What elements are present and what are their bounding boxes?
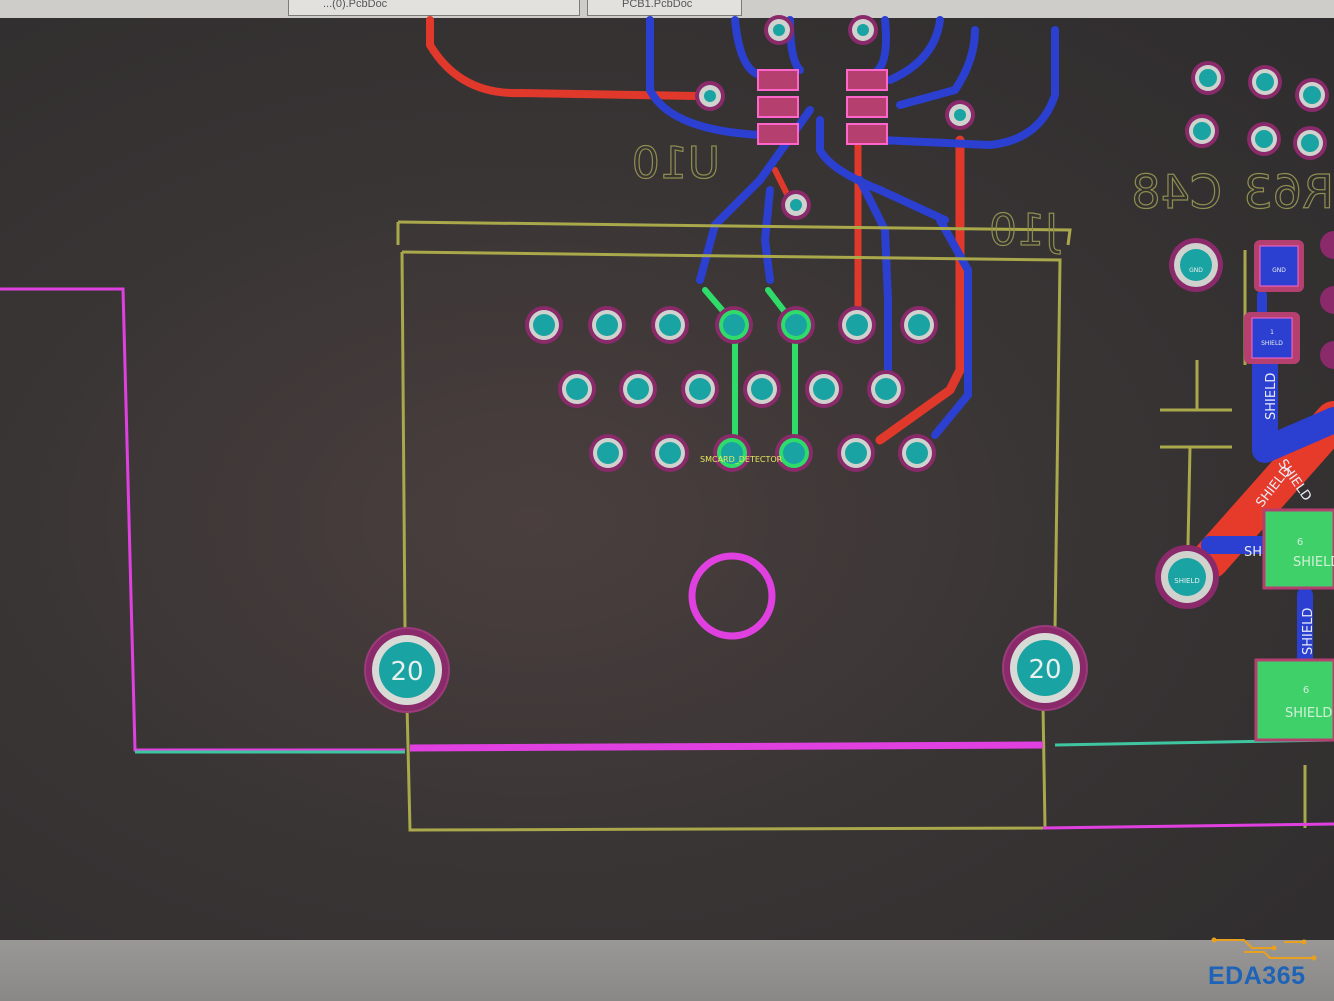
pad-number: 1	[1270, 329, 1274, 336]
pad-number: 6	[1297, 537, 1303, 548]
mount-hole-label: 20	[1028, 655, 1061, 685]
mount-hole-left[interactable]: 20	[364, 627, 450, 713]
pad-label-gnd: GND	[1189, 267, 1203, 274]
pcb-canvas[interactable]: U10 J10 C48 R63 SMCARD_DETECTOR 20 20	[0, 0, 1334, 945]
tab-pcbdoc-2[interactable]: PCB1.PcbDoc	[587, 0, 742, 16]
tab-label: PCB1.PcbDoc	[622, 0, 693, 10]
connector-pad	[558, 370, 596, 408]
connector-pad	[589, 434, 627, 472]
monitor-bezel	[0, 940, 1334, 1001]
document-tab-bar: ...(0).PcbDoc PCB1.PcbDoc	[0, 0, 1334, 18]
net-label-shield: SHIELD	[1301, 608, 1316, 655]
connector-pad	[900, 306, 938, 344]
connector-pad	[838, 306, 876, 344]
keepout-outlines	[0, 287, 1334, 830]
connector-pad	[715, 306, 753, 344]
pad-label-shield: SHIELD	[1285, 706, 1332, 721]
tab-label: ...(0).PcbDoc	[323, 0, 388, 10]
gnd-via	[1247, 122, 1281, 156]
bottom-layer-traces	[646, 16, 1334, 668]
connector-pad	[619, 370, 657, 408]
net-label-shield: SHIELD	[1264, 373, 1279, 420]
connector-pad	[805, 370, 843, 408]
mount-hole-label: 20	[390, 657, 423, 687]
connector-pad	[651, 434, 689, 472]
pad-number: 6	[1303, 685, 1309, 696]
designator-c48: C48	[1131, 165, 1222, 219]
designator-r63: R63	[1244, 165, 1334, 219]
connector-net-label: SMCARD_DETECTOR	[700, 455, 783, 464]
gnd-via	[1191, 61, 1225, 95]
u10-footprint	[757, 69, 888, 145]
right-side-pads: GND GND SHIELD 1 SHIELD 6 SHIELD 6 SHIEL…	[1155, 231, 1334, 742]
pcb-editor-screen[interactable]: ...(0).PcbDoc PCB1.PcbDoc	[0, 0, 1334, 945]
vias	[695, 15, 975, 220]
designators: U10 J10 C48 R63	[631, 137, 1334, 256]
pad-label-gnd-2: GND	[1272, 267, 1286, 274]
mount-hole-right[interactable]: 20	[1002, 625, 1088, 711]
connector-pad	[837, 434, 875, 472]
connector-pads	[525, 306, 938, 472]
tab-pcbdoc-1[interactable]: ...(0).PcbDoc	[288, 0, 580, 16]
connector-pad	[743, 370, 781, 408]
designator-u10: U10	[632, 138, 720, 189]
gnd-via	[1293, 126, 1327, 160]
circuit-logo-icon	[1211, 937, 1317, 961]
connector-pad	[713, 434, 751, 472]
connector-pad	[525, 306, 563, 344]
connector-pad	[588, 306, 626, 344]
pad-label-shield-round: SHIELD	[1174, 577, 1199, 585]
gnd-via	[1295, 78, 1329, 112]
connector-pad	[775, 434, 813, 472]
connector-pad	[898, 434, 936, 472]
gnd-via	[1185, 114, 1219, 148]
pad-label-shield: SHIELD	[1293, 555, 1334, 570]
connector-pad	[777, 306, 815, 344]
watermark-text: EDA365	[1208, 962, 1306, 990]
connector-pad	[867, 370, 905, 408]
designator-j10: J10	[989, 205, 1061, 256]
gnd-via	[1248, 65, 1282, 99]
net-label-shield: SH	[1244, 545, 1262, 560]
connector-pad	[681, 370, 719, 408]
connector-pad	[651, 306, 689, 344]
overlay-outlines	[396, 220, 1307, 832]
gnd-via-array	[1185, 61, 1329, 160]
pad-label-shield-small: SHIELD	[1261, 340, 1283, 347]
